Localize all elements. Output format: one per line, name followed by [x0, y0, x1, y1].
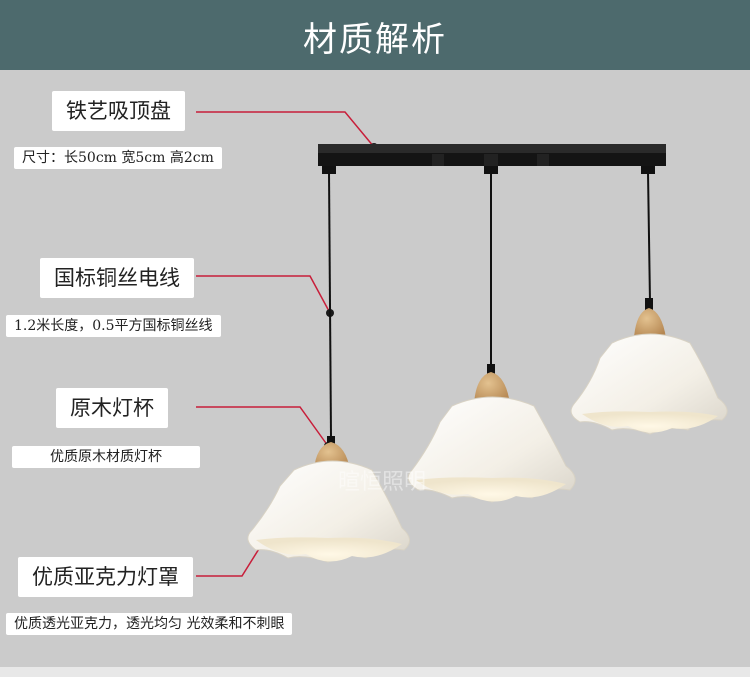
callout-line-shade [196, 543, 263, 577]
label-wire-desc: 1.2米长度，0.5平方国标铜丝线 [6, 315, 221, 337]
label-cup-title: 原木灯杯 [56, 388, 168, 428]
label-canopy-desc: 尺寸：长50cm 宽5cm 高2cm [14, 147, 222, 169]
watermark-text: 暄恒照明 [338, 470, 427, 495]
pendant-left [247, 436, 410, 563]
callout-line-wire [196, 275, 331, 314]
pendant-right [570, 298, 728, 435]
label-wire-title: 国标铜丝电线 [40, 258, 194, 298]
wires [328, 171, 651, 439]
page-title: 材质解析 [303, 20, 447, 60]
bottom-strip [0, 667, 750, 677]
header-bar: 材质解析 [0, 0, 750, 70]
label-cup-desc: 优质原木材质灯杯 [12, 446, 200, 468]
label-shade-title: 优质亚克力灯罩 [18, 557, 193, 597]
canopy-plate [318, 144, 666, 174]
callout-line-cup [196, 406, 329, 447]
callout-line-canopy [196, 111, 375, 148]
callout-lines [196, 111, 375, 577]
label-shade-desc: 优质透光亚克力，透光均匀 光效柔和不刺眼 [6, 613, 293, 635]
label-canopy-title: 铁艺吸顶盘 [52, 91, 185, 131]
pendant-middle [407, 364, 576, 503]
